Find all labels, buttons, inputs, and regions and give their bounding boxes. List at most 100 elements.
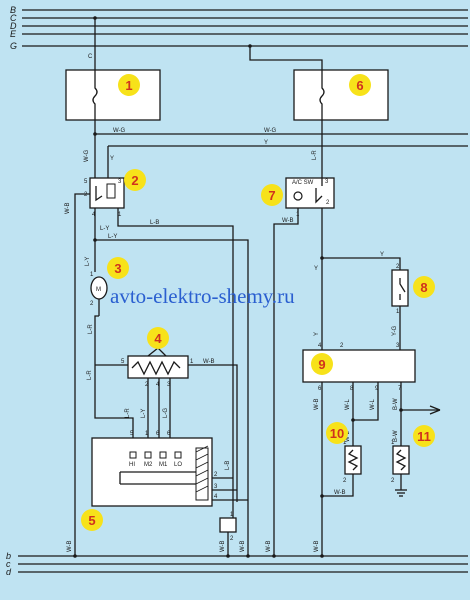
svg-text:3: 3 — [167, 382, 171, 388]
svg-text:5: 5 — [130, 431, 134, 437]
wire-label-y-8: Y — [380, 252, 384, 258]
svg-text:1: 1 — [145, 431, 149, 437]
ac-switch-label: A/C SW — [292, 180, 314, 186]
rail-label-d: D — [10, 21, 17, 31]
svg-text:1: 1 — [190, 359, 194, 365]
badge-8-text: 8 — [420, 280, 427, 295]
wire-label-wl-9b: W-L — [370, 398, 376, 410]
fuse-1: 1 — [65, 69, 161, 121]
wire-label-bw-11: B-W — [393, 430, 399, 442]
badge-11-text: 11 — [417, 429, 431, 444]
svg-text:9: 9 — [375, 386, 379, 392]
blower-motor-3: M 1 2 L-R 3 — [88, 257, 129, 365]
svg-text:2: 2 — [145, 382, 149, 388]
badge-1-text: 1 — [125, 78, 132, 93]
watermark-text: avto-elektro-shemy.ru — [110, 284, 295, 308]
wire-label-lr-left: L-R — [87, 370, 93, 380]
svg-text:2: 2 — [396, 264, 400, 270]
badge-3 — [107, 257, 129, 279]
svg-text:1: 1 — [396, 309, 400, 315]
badge-4 — [147, 327, 169, 349]
bottom-rails: b c d — [6, 551, 468, 577]
svg-text:1: 1 — [343, 440, 347, 446]
position-lo: LO — [174, 462, 182, 468]
rail-label-c: C — [10, 13, 17, 23]
relay-2: 5 3 2 4 1 2 — [84, 169, 146, 218]
rail-label-b-lower: b — [6, 551, 11, 561]
wire-label-wb-b5: W-B — [67, 540, 73, 552]
wire-label-ly-relay: L-Y — [100, 226, 109, 232]
wire-label-lb-relay: L-B — [150, 220, 159, 226]
fuse-6: 6 — [248, 44, 389, 121]
wire-label-wg-right: W-G — [264, 128, 277, 134]
svg-text:6: 6 — [156, 431, 160, 437]
badge-6-text: 6 — [356, 78, 363, 93]
wire-label-lg-sw: L-G — [163, 408, 169, 418]
wire-label-wg-vert: W-G — [84, 149, 90, 162]
wire-label-wb-7: W-B — [282, 218, 294, 224]
ac-switch-7: A/C SW 3 2 1 7 W-B W-B — [261, 177, 335, 558]
resistor-10: W-L 1 2 W-B 10 — [320, 422, 362, 498]
svg-text:2: 2 — [84, 192, 88, 198]
svg-text:6: 6 — [318, 386, 322, 392]
rail-label-d-lower: d — [6, 567, 12, 577]
rail-label-b: B — [10, 5, 16, 15]
badge-9-text: 9 — [318, 357, 325, 372]
svg-text:3: 3 — [118, 179, 122, 185]
wire-label-ly-sw: L-Y — [141, 409, 147, 418]
wire-label-y-vert: Y — [110, 156, 114, 162]
badge-2-text: 2 — [131, 173, 138, 188]
feed-label-c: C — [88, 54, 93, 60]
wire-label-ly-long: L-Y — [108, 234, 117, 240]
switch-8-branch: Y Y 2 1 Y-G 8 — [314, 252, 435, 350]
badge-5 — [81, 509, 103, 531]
badge-3-text: 3 — [114, 261, 121, 276]
badge-8 — [413, 276, 435, 298]
relay-wiring: W-B L-B L-Y L-Y L-Y — [65, 193, 249, 558]
wire-label-wb-b2: W-B — [240, 540, 246, 552]
wire-label-wb-left: W-B — [65, 202, 71, 214]
wire-label-lb-sw: L-B — [225, 461, 231, 470]
svg-text:4: 4 — [214, 494, 218, 500]
rail-label-g: G — [10, 41, 17, 51]
sensor-11: B-W 1 2 11 — [391, 425, 435, 497]
feed-c: C — [88, 16, 97, 70]
svg-text:7: 7 — [398, 386, 402, 392]
badge-7 — [261, 184, 283, 206]
svg-text:2: 2 — [340, 343, 344, 349]
wire-label-ly-motor: L-Y — [85, 257, 91, 266]
badge-10 — [326, 422, 348, 444]
svg-text:1: 1 — [90, 272, 94, 278]
svg-text:2: 2 — [90, 301, 94, 307]
wire-label-wb-b3: W-B — [266, 540, 272, 552]
wire-label-wl-9a: W-L — [345, 398, 351, 410]
wire-label-wb-b4: W-B — [314, 540, 320, 552]
rail-label-c-lower: c — [6, 559, 11, 569]
svg-text:2: 2 — [326, 200, 330, 206]
blower-switch-5: HI M2 M1 LO 5 1 6 6 2 3 4 L-B 5 — [81, 431, 248, 531]
svg-text:6: 6 — [167, 431, 171, 437]
badge-1 — [118, 74, 140, 96]
wire-label-yg-9: Y-G — [392, 326, 398, 336]
wire-label-y-9: Y — [314, 332, 320, 336]
position-hi: HI — [129, 462, 135, 468]
fuse6-output: L-R — [312, 120, 323, 178]
svg-text:2: 2 — [391, 478, 395, 484]
wire-label-wb-res: W-B — [203, 359, 215, 365]
svg-text:3: 3 — [325, 179, 329, 185]
badge-5-text: 5 — [88, 513, 95, 528]
svg-text:2: 2 — [343, 478, 347, 484]
badge-9 — [311, 353, 333, 375]
badge-6 — [349, 74, 371, 96]
wire-label-wg-top: W-G — [113, 128, 126, 134]
wire-label-lr-motor: L-R — [88, 324, 94, 334]
position-m1: M1 — [159, 462, 168, 468]
svg-text:1: 1 — [118, 212, 122, 218]
svg-text:2: 2 — [214, 472, 218, 478]
bus-lines: W-G W-G Y W-G Y — [84, 120, 468, 178]
blower-resistor-4: L-R 5 2 4 3 1 W-B L-R L-Y L-G 4 — [87, 327, 238, 502]
badge-4-text: 4 — [154, 331, 162, 346]
amplifier-9: Y 9 6 8 9 7 4 2 3 W-B W-B W-L W-L B-W — [302, 332, 441, 558]
